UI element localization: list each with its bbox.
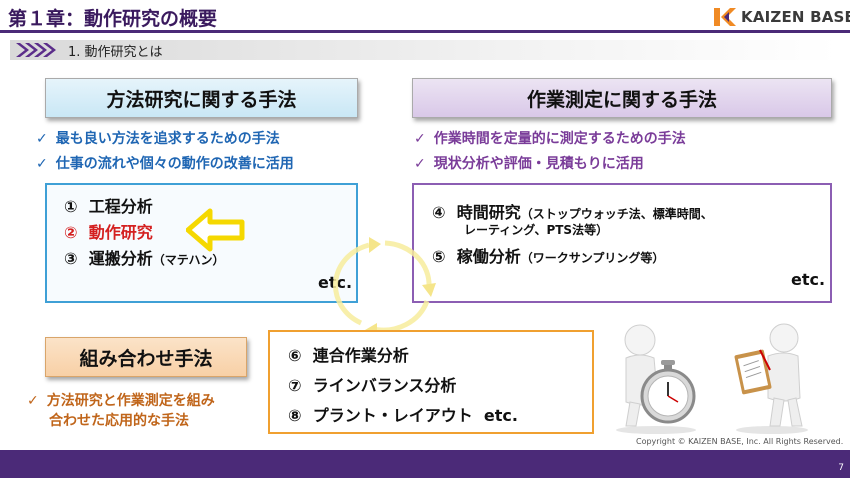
- slide-footer: 7: [0, 450, 850, 478]
- method-study-title: 方法研究に関する手法: [45, 78, 358, 118]
- check-icon: ✓: [36, 156, 48, 172]
- combined-methods-title: 組み合わせ手法: [45, 337, 247, 377]
- method-study-check-2: ✓仕事の流れや個々の動作の改善に活用: [36, 156, 294, 172]
- method-item-3: ③ 運搬分析（マテハン）: [64, 249, 225, 268]
- work-measurement-check-2: ✓現状分析や評価・見積もりに活用: [414, 156, 644, 172]
- method-item-2-highlighted: ② 動作研究: [64, 223, 153, 242]
- logo-mark-icon: [714, 8, 736, 26]
- check-icon: ✓: [414, 156, 426, 172]
- method-item-1: ① 工程分析: [64, 197, 153, 216]
- method-study-check-1: ✓最も良い方法を追求するための手法: [36, 131, 280, 147]
- slide-title: 第１章：動作研究の概要: [8, 8, 218, 30]
- work-measurement-panel: [412, 183, 832, 303]
- section-bar: 1. 動作研究とは: [10, 40, 838, 60]
- work-measurement-etc: etc.: [791, 270, 826, 289]
- page-number: 7: [838, 463, 844, 473]
- check-icon: ✓: [36, 131, 48, 147]
- combined-check-1: ✓方法研究と作業測定を組み: [27, 393, 215, 409]
- measurement-item-5: ⑤ 稼働分析（ワークサンプリング等）: [432, 247, 665, 266]
- measurement-item-4-note: レーティング、PTS法等）: [464, 223, 609, 237]
- section-title: 1. 動作研究とは: [68, 45, 163, 60]
- combined-methods-panel: [268, 330, 594, 434]
- combined-item-7: ⑦ ラインバランス分析: [288, 376, 457, 395]
- chevron-arrows-icon: [16, 43, 56, 57]
- copyright-text: Copyright © KAIZEN BASE, Inc. All Rights…: [636, 437, 844, 446]
- highlight-arrow-icon: [186, 208, 245, 252]
- logo-text: KAIZEN BASE: [741, 8, 850, 26]
- measurement-item-4: ④ 時間研究（ストップウォッチ法、標準時間、: [432, 203, 713, 222]
- cycle-arrows-icon: [333, 237, 436, 335]
- combined-item-8: ⑧ プラント・レイアウト etc.: [288, 406, 518, 425]
- kaizen-base-logo: KAIZEN BASE: [712, 6, 850, 28]
- slide-header: 第１章：動作研究の概要 KAIZEN BASE: [0, 0, 850, 33]
- work-measurement-title: 作業測定に関する手法: [412, 78, 832, 118]
- check-icon: ✓: [414, 131, 426, 147]
- combined-check-2: 合わせた応用的な手法: [49, 413, 189, 429]
- work-measurement-check-1: ✓作業時間を定量的に測定するための手法: [414, 131, 686, 147]
- combined-item-6: ⑥ 連合作業分析: [288, 346, 409, 365]
- stopwatch-figure-icon: [616, 324, 696, 434]
- check-icon: ✓: [27, 393, 39, 409]
- header-divider: [0, 30, 850, 33]
- clipboard-figure-icon: [734, 323, 808, 434]
